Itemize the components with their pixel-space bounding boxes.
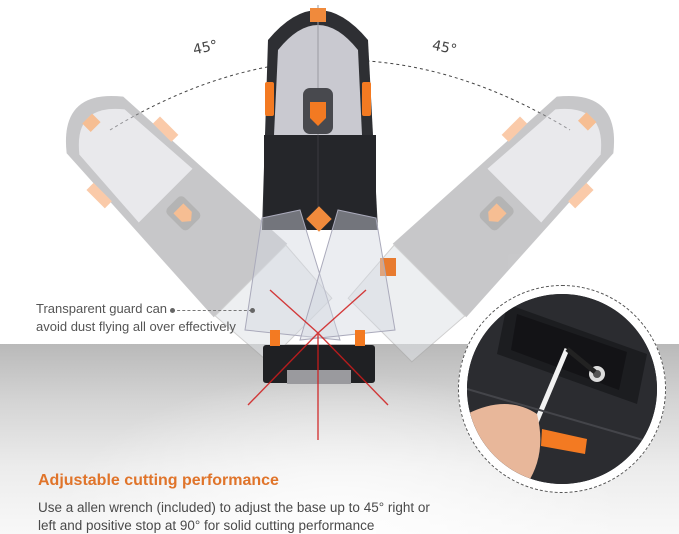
jigsaw-left-tilt: [65, 95, 333, 363]
feature-description: Use a allen wrench (included) to adjust …: [38, 499, 518, 534]
inset-photo: [467, 294, 657, 484]
guard-callout: Transparent guard can avoid dust flying …: [36, 300, 266, 336]
callout-dot-end: [250, 308, 255, 313]
inset-closeup-circle: [458, 285, 666, 493]
description-line-1: Use a allen wrench (included) to adjust …: [38, 500, 430, 515]
jigsaw-center: [244, 5, 396, 384]
description-line-2: left and positive stop at 90° for solid …: [38, 518, 375, 533]
laser-lines: [247, 289, 389, 440]
feature-title: Adjustable cutting performance: [38, 472, 279, 489]
callout-leader-line: [172, 310, 252, 311]
angle-arc: [109, 59, 571, 131]
callout-line-1: Transparent guard can: [36, 301, 168, 316]
allen-wrench-closeup: [467, 294, 657, 484]
callout-dot-start: [170, 308, 175, 313]
jigsaw-right-tilt: [347, 95, 615, 363]
callout-line-2: avoid dust flying all over effectively: [36, 319, 236, 334]
